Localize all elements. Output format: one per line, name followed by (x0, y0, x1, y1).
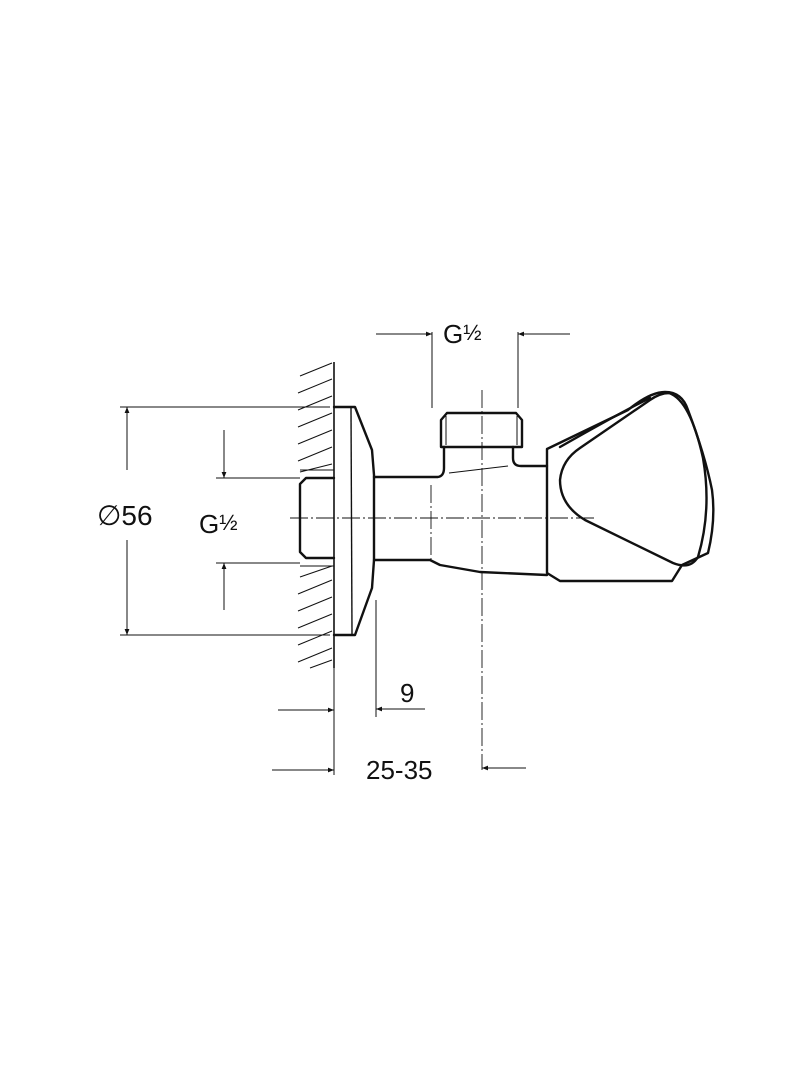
dim-diameter-label: ∅56 (97, 500, 153, 531)
wall (297, 362, 335, 669)
outlet-thread-nut (439, 411, 524, 449)
valve-body-top (372, 445, 446, 479)
dim-projection-label: 25-35 (366, 755, 433, 785)
dim-rosette-depth-label: 9 (400, 678, 414, 708)
rosette (332, 405, 376, 637)
handle-grip-recess (558, 391, 708, 567)
wall-hatching (297, 362, 333, 669)
valve-body-bottom (372, 558, 549, 577)
dim-outlet-thread-label: G½ (443, 319, 482, 349)
valve-handle (545, 390, 715, 583)
dim-inlet-thread-label: G½ (199, 509, 238, 539)
